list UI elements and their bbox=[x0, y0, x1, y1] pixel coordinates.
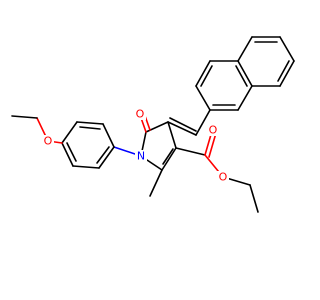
bond bbox=[195, 60, 211, 87]
bond bbox=[167, 121, 197, 136]
bond bbox=[79, 126, 101, 130]
bond bbox=[167, 121, 177, 149]
chemical-structure: O O O O N bbox=[11, 36, 295, 213]
bond bbox=[249, 184, 259, 213]
bond bbox=[96, 146, 110, 164]
bond bbox=[175, 147, 206, 156]
bond bbox=[277, 60, 290, 82]
bond bbox=[72, 165, 100, 169]
oxygen-label: O bbox=[219, 171, 228, 184]
atom-label-ester-ether-oxygen: O bbox=[217, 171, 229, 184]
nitrogen-label: N bbox=[137, 150, 145, 163]
bond bbox=[237, 60, 253, 87]
bond bbox=[162, 148, 174, 165]
oxygen-label: O bbox=[136, 108, 145, 121]
bond bbox=[279, 36, 295, 62]
bond bbox=[237, 85, 253, 111]
bond bbox=[11, 115, 38, 119]
phenyl-ring bbox=[61, 121, 115, 169]
oxygen-label: O bbox=[44, 135, 53, 148]
bond bbox=[195, 85, 211, 111]
bond bbox=[200, 65, 213, 87]
bond bbox=[208, 132, 217, 158]
atom-label-ring-nitrogen: N bbox=[135, 150, 147, 163]
bond bbox=[279, 60, 295, 87]
bond bbox=[98, 146, 115, 169]
bond bbox=[61, 121, 78, 144]
bond bbox=[237, 36, 253, 62]
bond bbox=[169, 117, 197, 132]
bond bbox=[66, 142, 77, 162]
atom-label-ethoxy-oxygen: O bbox=[42, 135, 54, 148]
bond bbox=[76, 121, 104, 125]
bond bbox=[195, 109, 211, 136]
bond bbox=[102, 123, 115, 148]
bond bbox=[61, 142, 74, 167]
bond bbox=[235, 65, 248, 87]
bond bbox=[149, 169, 163, 197]
oxygen-label: O bbox=[209, 124, 218, 137]
pyrrolone-ring bbox=[140, 121, 177, 171]
bond bbox=[161, 147, 177, 171]
atom-label-ester-carbonyl-oxygen: O bbox=[207, 124, 219, 137]
atom-label-ring-oxygen: O bbox=[134, 108, 146, 121]
naphthalene-group bbox=[195, 36, 295, 111]
